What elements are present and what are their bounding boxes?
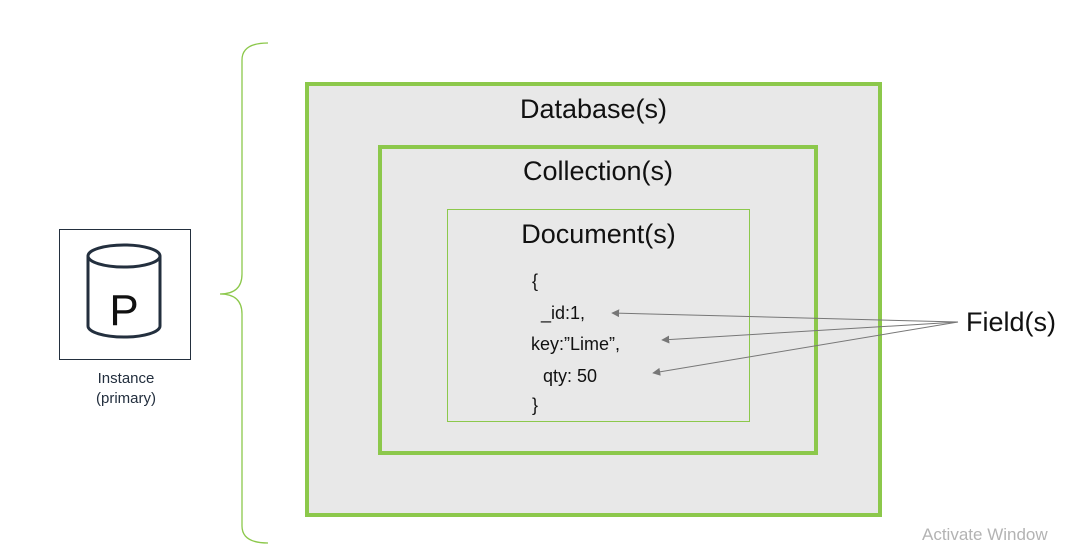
curly-brace — [219, 42, 269, 544]
fields-label: Field(s) — [966, 307, 1057, 337]
arrow-to-qty — [652, 321, 959, 376]
document-open-brace: { — [532, 271, 539, 291]
collection-title: Collection(s) — [522, 156, 674, 186]
document-field-key: key:”Lime”, — [531, 334, 621, 354]
document-field-id: _id:1, — [541, 303, 586, 323]
database-cylinder-icon: P — [86, 243, 162, 339]
arrow-to-key — [661, 321, 959, 344]
document-title: Document(s) — [521, 219, 676, 249]
instance-label: Instance (primary) — [40, 369, 212, 409]
document-field-qty: qty: 50 — [543, 366, 598, 386]
instance-label-line1: Instance — [97, 370, 155, 387]
instance-label-line2: (primary) — [96, 390, 156, 407]
arrow-to-id — [611, 309, 959, 323]
instance-icon-frame: P — [59, 229, 191, 360]
document-close-brace: } — [532, 395, 539, 415]
activate-windows-watermark: Activate Window — [922, 525, 1048, 544]
database-title: Database(s) — [519, 94, 668, 124]
instance-icon-letter: P — [109, 286, 138, 335]
